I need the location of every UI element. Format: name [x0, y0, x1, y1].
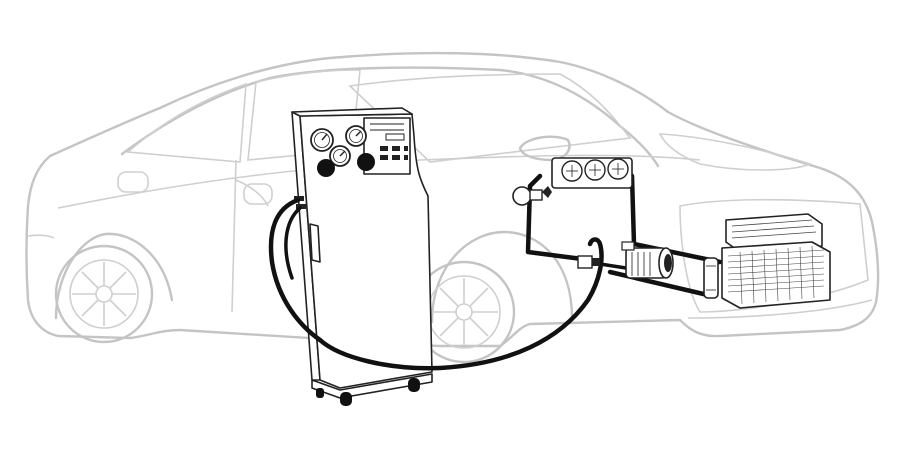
control-knob-right [357, 153, 375, 171]
car-windshield [348, 73, 632, 163]
car-rear-handle [117, 171, 149, 193]
pressure-gauge-center [329, 145, 351, 167]
pressure-gauge-right [345, 125, 367, 147]
pressure-gauge-left [310, 128, 334, 152]
machine-front-body [299, 113, 433, 389]
car-front-wheel [412, 230, 574, 364]
car-side-mirror [518, 135, 571, 162]
evaporator-unit [551, 157, 633, 189]
machine-top [291, 107, 413, 117]
ac-compressor [621, 241, 674, 279]
control-panel-buttons [380, 146, 408, 160]
service-port-coupler [577, 255, 600, 269]
refrigerant-line-lower [598, 262, 628, 270]
control-panel-lines [370, 123, 405, 141]
condenser-core [721, 241, 831, 309]
service-hose-left-loop [268, 197, 323, 343]
machine-base [311, 373, 433, 399]
car-rear-lip [27, 234, 55, 239]
car-rear-wheel [54, 232, 174, 344]
refrigerant-line-evaporator-to-valve [525, 173, 593, 263]
control-knob-left [317, 159, 335, 177]
car-front-handle [243, 183, 273, 205]
condenser-fins [727, 245, 825, 305]
car-door-lines [231, 159, 269, 313]
car-body [25, 51, 880, 348]
receiver-drier [703, 257, 719, 299]
service-hose-long [317, 237, 604, 371]
expansion-valve [512, 186, 552, 206]
car-bumper-line [687, 299, 873, 319]
service-hoses [268, 197, 604, 371]
car-headlight [658, 133, 813, 171]
car-rear-window [126, 82, 247, 163]
ac-refrigerant-circuit [525, 169, 723, 299]
service-hose-inner [284, 206, 302, 280]
machine-side-slot [309, 223, 321, 263]
condenser-radiator [703, 213, 831, 309]
machine-caster-wheels [316, 378, 420, 406]
car-outline [25, 51, 880, 364]
ac-service-machine [291, 107, 433, 406]
car-front-window [247, 69, 361, 161]
